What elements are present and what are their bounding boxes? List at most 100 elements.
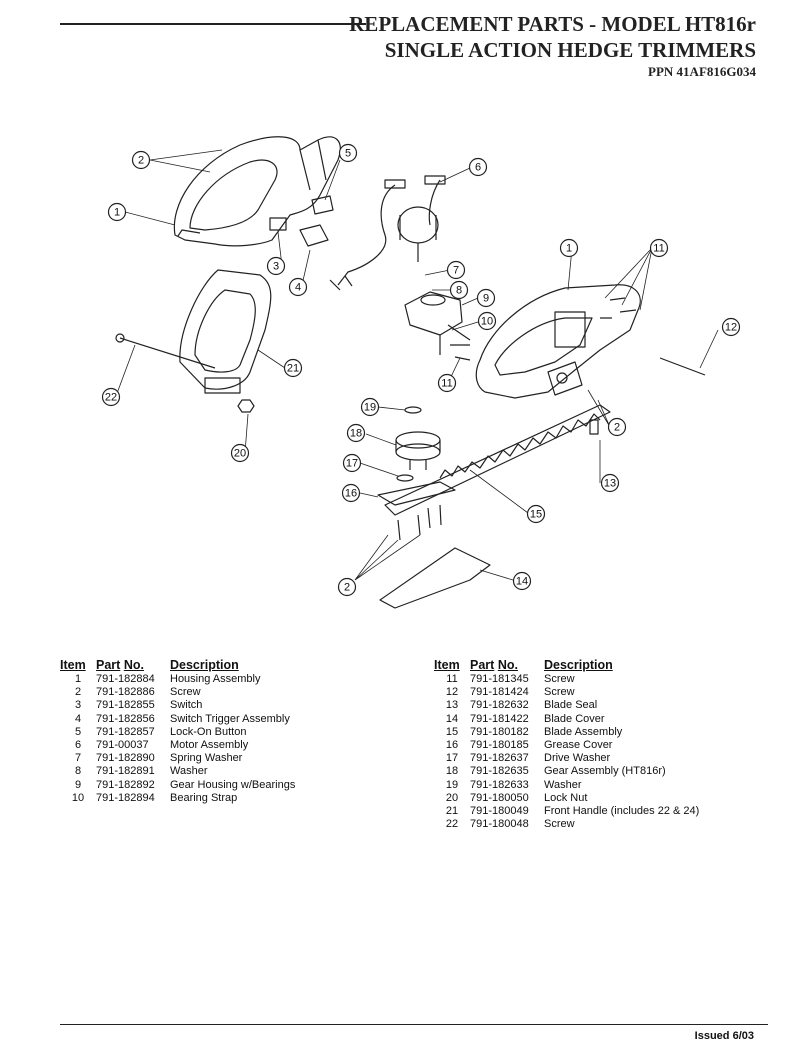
part-description: Gear Housing w/Bearings: [170, 778, 296, 791]
callout-1: 1: [107, 202, 127, 222]
callout-14: 14: [512, 571, 532, 591]
callout-9: 9: [476, 288, 496, 308]
part-description: Grease Cover: [544, 739, 613, 752]
svg-text:2: 2: [614, 422, 620, 434]
lock-nut: [237, 399, 255, 413]
part-description: Washer: [170, 765, 208, 778]
svg-text:1: 1: [566, 243, 572, 255]
callout-2: 2: [337, 577, 357, 597]
svg-text:9: 9: [483, 293, 489, 305]
part-description: Motor Assembly: [170, 739, 249, 752]
svg-text:1: 1: [114, 207, 120, 219]
svg-text:6: 6: [475, 162, 481, 174]
part-description: Screw: [544, 673, 575, 685]
page-subtitle: SINGLE ACTION HEDGE TRIMMERS: [384, 38, 756, 62]
front-housing-right: [475, 284, 641, 399]
part-description: Gear Assembly (HT816r): [544, 765, 666, 778]
item-number: 11: [446, 673, 458, 685]
part-number: 791-180185: [470, 739, 529, 752]
svg-text:22: 22: [105, 392, 117, 404]
part-number: 791-182632: [470, 699, 529, 712]
callout-4: 4: [288, 277, 308, 297]
part-number: 791-182886: [96, 686, 155, 699]
screws-11-right: [600, 297, 637, 319]
callout-3: 3: [266, 256, 286, 276]
svg-text:11: 11: [653, 243, 664, 255]
part-number: 791-181422: [470, 712, 529, 725]
part-number: 791-00037: [96, 739, 149, 752]
callout-21: 21: [283, 358, 303, 378]
item-number: 21: [445, 805, 459, 818]
part-number: 791-182891: [96, 765, 155, 778]
part-number: 791-180048: [470, 818, 529, 831]
callout-16: 16: [341, 483, 361, 503]
item-number: 9: [74, 778, 82, 791]
blade-screws: [397, 504, 442, 541]
svg-text:10: 10: [481, 316, 493, 328]
part-number: 791-180049: [470, 805, 529, 818]
part-number: 791-181424: [470, 686, 529, 699]
item-number: 12: [445, 686, 459, 699]
callout-12: 12: [721, 317, 741, 337]
leader-lines: [115, 149, 719, 581]
svg-text:19: 19: [364, 402, 376, 414]
table-row: 8 791-182891 Washer: [60, 765, 295, 778]
part-description: Blade Assembly: [544, 725, 623, 738]
svg-text:18: 18: [350, 428, 362, 440]
part-description: Switch Trigger Assembly: [170, 712, 290, 725]
gear-housing: [404, 291, 471, 355]
item-number: 13: [445, 699, 459, 712]
part-number: 791-182890: [96, 752, 155, 765]
svg-text:13: 13: [604, 478, 616, 490]
part-description: Screw: [544, 818, 575, 831]
part-description: Spring Washer: [170, 752, 243, 765]
item-number: 8: [74, 765, 82, 778]
callout-13: 13: [600, 473, 620, 493]
item-number: 7: [74, 752, 82, 765]
header-item: Item: [434, 658, 460, 672]
item-number: 20: [445, 791, 459, 804]
callout-6: 6: [468, 157, 488, 177]
gear-18: [395, 431, 441, 470]
switch-parts: [269, 195, 334, 247]
svg-text:21: 21: [287, 363, 299, 375]
part-description: Bearing Strap: [170, 791, 238, 804]
table-row: 4 791-182856 Switch Trigger Assembly: [60, 713, 295, 726]
part-number: 791-182633: [470, 778, 529, 791]
table-row: 22 791-180048 Screw: [434, 818, 699, 831]
header-part-no: Part No.: [96, 658, 144, 672]
item-number: 15: [445, 725, 459, 738]
part-number: 791-182856: [96, 712, 155, 725]
part-description: Front Handle (includes 22 & 24): [544, 805, 700, 818]
callout-19: 19: [360, 397, 380, 417]
svg-text:17: 17: [346, 458, 358, 470]
part-description: Lock Nut: [544, 791, 588, 804]
part-number: 791-182637: [470, 752, 529, 765]
part-description: Washer: [544, 778, 582, 791]
part-number: 791-181345: [470, 673, 529, 685]
item-number: 1: [74, 673, 82, 685]
part-description: Switch: [170, 699, 203, 712]
part-description: Lock-On Button: [170, 725, 247, 738]
item-number: 22: [445, 818, 459, 831]
blade-assembly: [384, 404, 611, 516]
screw-22: [119, 337, 216, 369]
header-description: Description: [544, 658, 613, 672]
item-number: 17: [445, 752, 459, 765]
svg-text:3: 3: [273, 261, 279, 273]
part-number: 791-182892: [96, 778, 155, 791]
item-number: 4: [74, 712, 82, 725]
screw-12: [659, 357, 706, 376]
callout-5: 5: [338, 143, 358, 163]
table-row: 21 791-180049 Front Handle (includes 22 & …: [434, 805, 699, 818]
